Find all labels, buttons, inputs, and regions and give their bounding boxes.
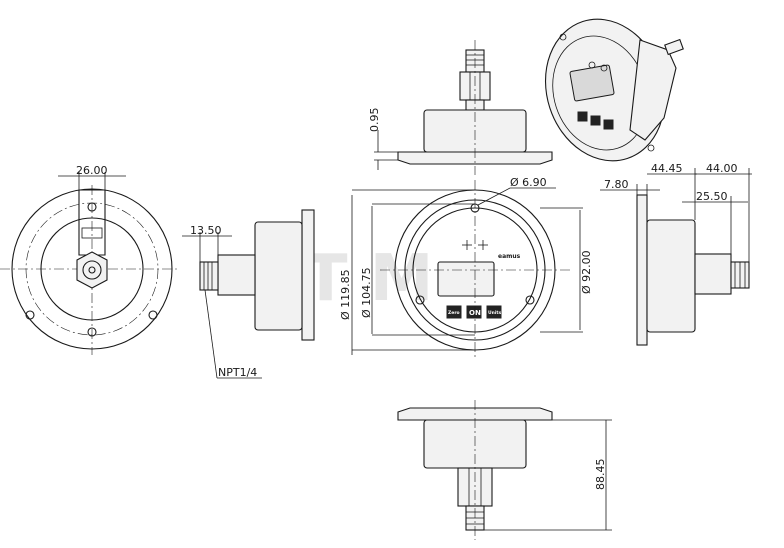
label-thread-spec: NPT1/4 [218,366,257,379]
dim-overall-height: 88.45 [594,459,607,491]
dim-depth-a: 44.45 [651,162,683,175]
dim-flange-diameter: Ø 119.85 [339,269,352,320]
top-view: 0.95 [368,40,553,175]
dim-bolt-spacing: 26.00 [76,164,108,177]
dim-case-diameter: Ø 92.00 [580,250,593,294]
zero-button[interactable] [446,305,462,319]
units-label: Units [488,310,502,316]
on-button[interactable] [466,305,482,319]
rear-view: 26.00 [0,164,180,355]
dim-hole-diameter: Ø 6.90 [510,176,547,189]
isometric-view [544,18,684,162]
units-button[interactable] [486,305,502,319]
dim-depth-c: 25.50 [696,190,728,203]
dim-flange-thickness: 0.95 [368,108,381,133]
right-side-view: 7.80 44.45 44.00 25.50 [600,162,752,346]
dim-depth-b: 44.00 [706,162,738,175]
left-side-view: 13.50 NPT1/4 [182,209,315,379]
dim-bolt-circle-diameter: Ø 104.75 [360,267,373,318]
svg-text:eamus: eamus [498,253,521,260]
dim-flange-offset: 7.80 [604,178,629,191]
bottom-view: 88.45 [397,400,612,540]
zero-label: Zero [448,310,460,316]
dim-thread-length: 13.50 [190,224,222,237]
front-view: eamus Zero ON Units Ø 6.90 Ø 119.85 Ø 10… [339,176,593,360]
